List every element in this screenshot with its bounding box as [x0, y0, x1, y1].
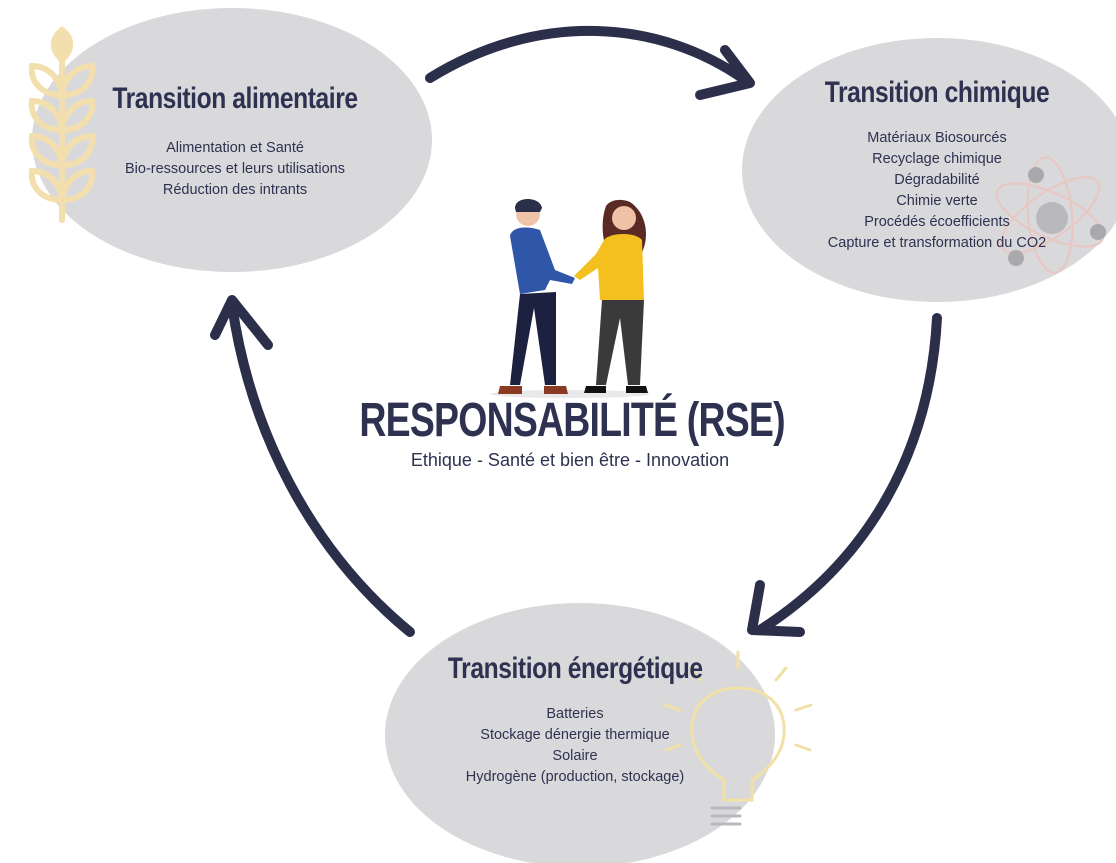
arrow-right — [755, 313, 942, 635]
atom-icon — [995, 156, 1106, 274]
node-alimentaire: Transition alimentaire Alimentation et S… — [80, 82, 390, 201]
node-energetique-title: Transition énergétique — [447, 652, 703, 685]
node-chimique-items: Matériaux Biosourcés Recyclage chimique … — [782, 128, 1092, 254]
node-chimique: Transition chimique Matériaux Biosourcés… — [782, 76, 1092, 254]
node-chimique-title: Transition chimique — [824, 76, 1050, 109]
list-item: Matériaux Biosourcés — [867, 130, 1007, 146]
list-item: Solaire — [552, 748, 598, 764]
list-item: Alimentation et Santé — [166, 140, 304, 156]
node-alimentaire-items: Alimentation et Santé Bio-ressources et … — [80, 138, 390, 201]
arrow-top — [425, 25, 750, 85]
arrow-top-head — [695, 45, 755, 100]
list-item: Procédés écoefficients — [864, 214, 1010, 230]
list-item: Batteries — [546, 706, 604, 722]
center-title: RESPONSABILITÉ (RSE) — [359, 394, 785, 447]
center-subtitle: Ethique - Santé et bien être - Innovatio… — [410, 450, 730, 470]
node-energetique: Transition énergétique Batteries Stockag… — [420, 652, 730, 788]
ellipse-alimentaire — [32, 8, 432, 272]
list-item: Hydrogène (production, stockage) — [465, 769, 685, 785]
node-energetique-items: Batteries Stockage dénergie thermique So… — [420, 704, 730, 788]
list-item: Stockage dénergie thermique — [480, 727, 670, 743]
lightbulb-icon — [663, 650, 813, 826]
list-item: Capture et transformation du CO2 — [827, 235, 1047, 251]
arrow-left — [227, 300, 415, 637]
wheat-icon — [28, 26, 96, 223]
list-item: Recyclage chimique — [872, 151, 1002, 167]
list-item: Chimie verte — [896, 193, 978, 209]
arrow-right-head — [747, 580, 805, 637]
list-item: Réduction des intrants — [162, 182, 308, 198]
arrow-left-head — [210, 295, 273, 350]
node-alimentaire-title: Transition alimentaire — [112, 82, 358, 115]
ellipse-energetique — [385, 603, 775, 863]
list-item: Dégradabilité — [894, 172, 980, 188]
list-item: Bio-ressources et leurs utilisations — [124, 161, 345, 177]
handshake-people-icon — [490, 199, 650, 398]
ellipse-chimique — [742, 38, 1116, 302]
